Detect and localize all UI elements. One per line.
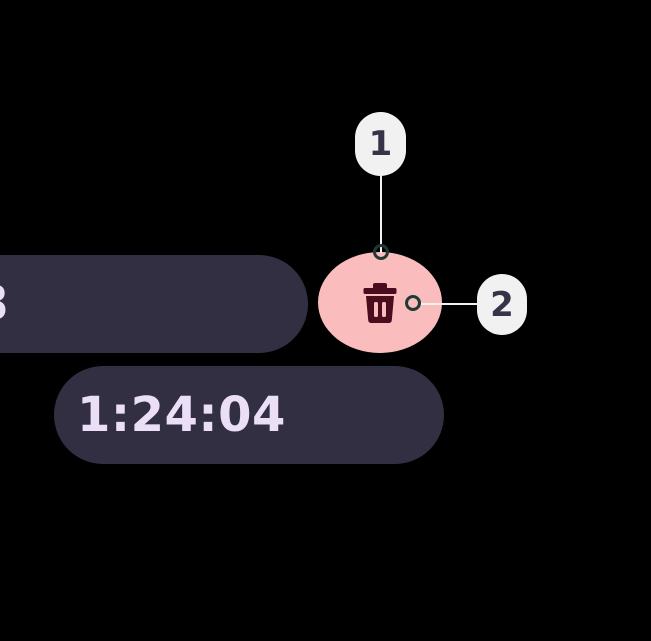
step-1-connector-line	[380, 168, 382, 253]
step-badge-2[interactable]: 2	[477, 274, 527, 335]
step-badge-2-label: 2	[490, 284, 514, 325]
timer-pill-label: 1:24:04	[77, 387, 286, 443]
count-pill-label: 43	[0, 280, 10, 328]
step-badge-1[interactable]: 1	[355, 112, 406, 176]
timer-pill[interactable]: 1:24:04	[54, 366, 444, 464]
step-2-anchor-dot	[405, 295, 421, 311]
count-pill[interactable]: 43	[0, 255, 308, 353]
step-badge-1-label: 1	[368, 124, 393, 164]
step-1-anchor-dot	[373, 244, 389, 260]
step-2-connector-line	[420, 303, 482, 305]
trash-icon	[362, 283, 398, 323]
